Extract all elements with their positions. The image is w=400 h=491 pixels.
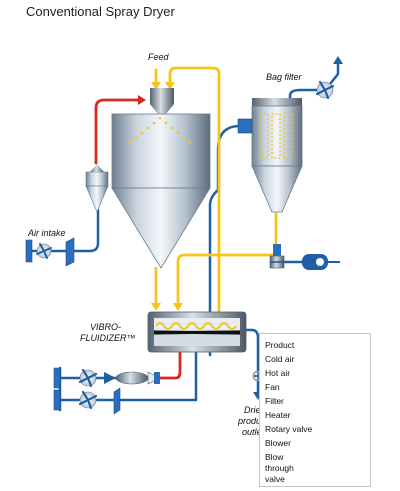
outlet-label-1: Dried xyxy=(244,405,266,415)
vibro-fluidizer-unit xyxy=(147,311,247,353)
hot-air-lines xyxy=(94,98,182,380)
legend-item-rotary-valve: Rotary valve xyxy=(265,424,313,434)
blower-icon-filter xyxy=(302,254,340,270)
diagram-title: Conventional Spray Dryer xyxy=(26,4,175,19)
fines-recycle-line xyxy=(168,66,221,318)
legend-item-fan: Fan xyxy=(265,382,280,392)
air-intake-line xyxy=(28,208,100,253)
atomizer-nozzle xyxy=(150,104,174,114)
hot-air-to-fluidizer-line xyxy=(158,346,182,380)
fines-arrow-fluidizer xyxy=(173,303,183,311)
chamber-to-filter-line xyxy=(208,124,254,237)
atomizer-head xyxy=(150,88,174,104)
legend-item-hot-air: Hot air xyxy=(265,368,291,378)
vibro-fluidizer-label-2: FLUIDIZER™ xyxy=(80,333,136,343)
heater-icon-inlet xyxy=(104,371,161,385)
intake-cyclone xyxy=(85,164,109,213)
legend-item-cold-air: Cold air xyxy=(265,354,295,364)
outlet-line xyxy=(244,328,260,394)
legend-item-blow: Blow xyxy=(265,452,284,462)
legend-item-heater: Heater xyxy=(265,410,291,420)
outlet-label-2: product xyxy=(238,416,269,426)
chamber-cylinder xyxy=(111,113,211,189)
product-arrow-fluidizer xyxy=(151,303,161,311)
spray-droplets xyxy=(128,116,192,144)
feed-label: Feed xyxy=(148,52,169,62)
bag-filter-vessel xyxy=(237,98,303,213)
air-intake-label: Air intake xyxy=(28,228,66,238)
fan-icon-exhaust xyxy=(315,80,335,100)
recycle-arrow xyxy=(165,82,175,90)
bag-filter-label: Bag filter xyxy=(266,72,302,82)
legend-item-valve: valve xyxy=(265,474,285,484)
feed-arrow xyxy=(151,82,161,90)
legend-item-product: Product xyxy=(265,340,295,350)
legend-item-through: through xyxy=(265,463,294,473)
filter-exhaust-line xyxy=(288,88,320,102)
filter-fines-line xyxy=(176,240,278,310)
exhaust-arrow xyxy=(333,56,343,64)
rotary-valve-icon-filter xyxy=(269,244,285,269)
fan-icon-upper-inlet xyxy=(78,368,98,388)
outlet-label-3: outlet xyxy=(242,427,265,437)
hot-air-to-chamber-line xyxy=(94,98,140,165)
legend-item-blower: Blower xyxy=(265,438,291,448)
vibro-fluidizer-label-1: VIBRO- xyxy=(90,322,122,332)
hot-air-arrow-chamber xyxy=(138,95,146,105)
filter-icons xyxy=(25,237,121,415)
fan-icon-lower-inlet xyxy=(78,390,98,410)
legend-box: Product Cold air Hot air Fan Filter Heat… xyxy=(259,333,371,487)
spray-chamber xyxy=(111,88,211,269)
fan-icon-intake xyxy=(36,243,52,259)
chamber-cone xyxy=(111,187,211,269)
legend-item-filter: Filter xyxy=(265,396,284,406)
filter-inlet-box xyxy=(237,118,253,134)
exhaust-outlet-line xyxy=(328,60,340,86)
